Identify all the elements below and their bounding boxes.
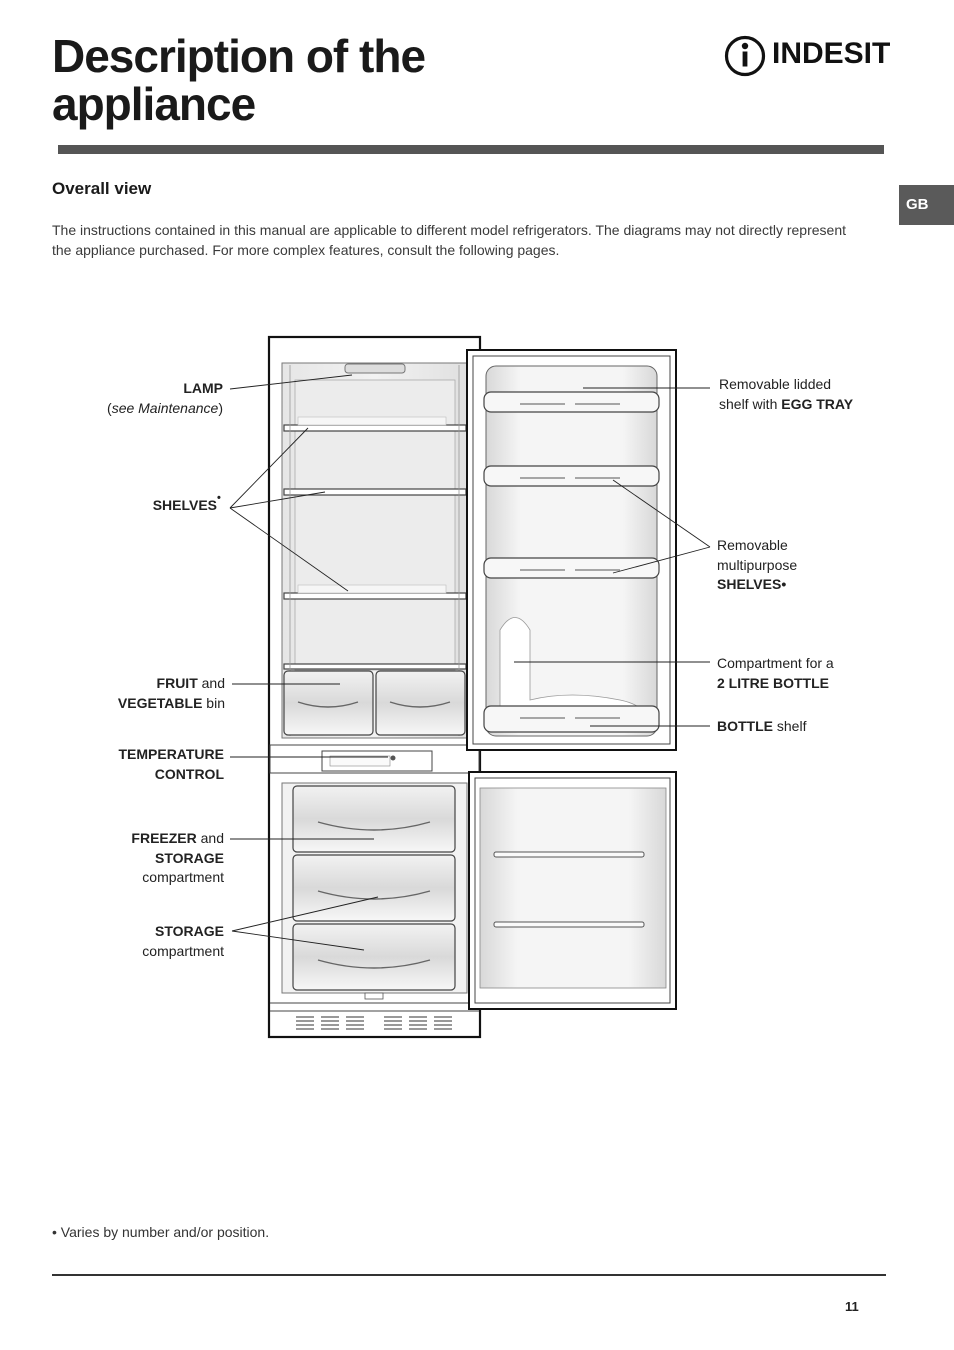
label-egg-tray-title: EGG TRAY bbox=[781, 395, 854, 412]
label-bottle-shelf-title: BOTTLE bbox=[717, 718, 773, 734]
label-bottle-compartment: Compartment for a 2 LITRE BOTTLE bbox=[717, 654, 917, 693]
label-storage-compartment-text: compartment bbox=[142, 942, 224, 959]
door-shelf bbox=[483, 465, 660, 487]
footnote: • Varies by number and/or position. bbox=[52, 1224, 269, 1240]
label-freezer-storage: FREEZER and STORAGE compartment bbox=[60, 829, 224, 888]
page-number: 11 bbox=[845, 1299, 859, 1314]
fridge-shelf bbox=[283, 592, 467, 600]
footnote-text: Varies by number and/or position. bbox=[60, 1224, 270, 1240]
footer-rule bbox=[52, 1274, 886, 1276]
freezer-drawer-top bbox=[292, 785, 456, 853]
page-title: Description of the appliance bbox=[52, 32, 672, 128]
label-lamp-note: see Maintenance bbox=[111, 399, 219, 416]
bottle-shelf bbox=[483, 705, 660, 733]
label-egg-tray: Removable lidded shelf with EGG TRAY bbox=[719, 375, 919, 414]
label-temperature-control: TEMPERATURE CONTROL bbox=[60, 745, 224, 784]
label-vegetable: VEGETABLE bbox=[117, 694, 203, 711]
label-bottle-shelf: BOTTLE shelf bbox=[717, 717, 917, 737]
crisper-bin-right bbox=[375, 670, 466, 736]
freezer-drawer-middle bbox=[292, 854, 456, 922]
label-door-shelves: Removable multipurpose SHELVES• bbox=[717, 536, 917, 595]
label-fruit: FRUIT bbox=[156, 675, 198, 691]
leader-lines bbox=[229, 374, 711, 951]
fridge-cabinet bbox=[267, 335, 482, 1039]
door-shelf bbox=[483, 557, 660, 579]
label-freezer: FREEZER bbox=[131, 830, 197, 846]
section-title: Overall view bbox=[52, 179, 152, 198]
label-multi-shelves: SHELVES• bbox=[717, 576, 787, 592]
freezer-door bbox=[468, 771, 677, 1010]
header-rule bbox=[58, 145, 884, 154]
label-shelves-title: SHELVES bbox=[152, 497, 217, 513]
brand-name: INDESIT bbox=[772, 37, 891, 70]
label-fruit-vegetable: FRUIT and VEGETABLE bin bbox=[60, 674, 225, 713]
label-freezer-and: and bbox=[196, 830, 224, 846]
intro-paragraph: The instructions contained in this manua… bbox=[52, 222, 847, 258]
label-egg-line-1: Removable lidded bbox=[719, 376, 832, 392]
label-storage-compartment: STORAGE compartment bbox=[60, 922, 224, 961]
label-shelves-mark: • bbox=[217, 492, 221, 504]
egg-tray-shelf bbox=[483, 391, 660, 413]
label-vegetable-bin: bin bbox=[202, 694, 225, 711]
label-lamp: LAMP (see Maintenance) bbox=[60, 379, 223, 418]
label-bottle-comp-line-1: Compartment for a bbox=[717, 655, 834, 671]
label-freezer-compartment: compartment bbox=[142, 869, 224, 885]
vent-grille bbox=[296, 1016, 452, 1030]
footnote-bullet: • bbox=[52, 1224, 57, 1240]
label-fruit-and: and bbox=[197, 675, 225, 691]
appliance-diagram bbox=[229, 335, 711, 1039]
label-temperature-line-1: TEMPERATURE bbox=[118, 746, 224, 762]
label-temperature-line-2: CONTROL bbox=[154, 765, 224, 782]
label-egg-line-2: shelf with bbox=[719, 395, 782, 412]
language-tab[interactable]: GB bbox=[899, 185, 954, 225]
crisper-bin-left bbox=[283, 670, 374, 736]
fridge-shelf bbox=[283, 424, 467, 432]
label-multi-line-2: multipurpose bbox=[717, 556, 798, 573]
label-storage: STORAGE bbox=[155, 849, 224, 866]
brand-logo-icon bbox=[724, 35, 766, 77]
label-bottle-shelf-rest: shelf bbox=[773, 718, 807, 734]
brand-logo: INDESIT bbox=[724, 34, 894, 78]
freezer-drawer-bottom bbox=[292, 923, 456, 991]
label-multi-line-1: Removable bbox=[717, 537, 788, 553]
page-title-line-1: Description of the bbox=[52, 30, 426, 82]
label-lamp-title: LAMP bbox=[183, 380, 223, 396]
fridge-door bbox=[466, 349, 677, 751]
label-lamp-note-open: ( bbox=[107, 399, 112, 416]
page-title-line-2: appliance bbox=[52, 78, 256, 130]
label-bottle-comp-title: 2 LITRE BOTTLE bbox=[717, 674, 829, 691]
label-lamp-note-close: ) bbox=[218, 399, 223, 416]
lamp bbox=[344, 363, 406, 374]
label-storage-2: STORAGE bbox=[155, 923, 224, 939]
label-shelves: SHELVES bbox=[60, 496, 217, 516]
